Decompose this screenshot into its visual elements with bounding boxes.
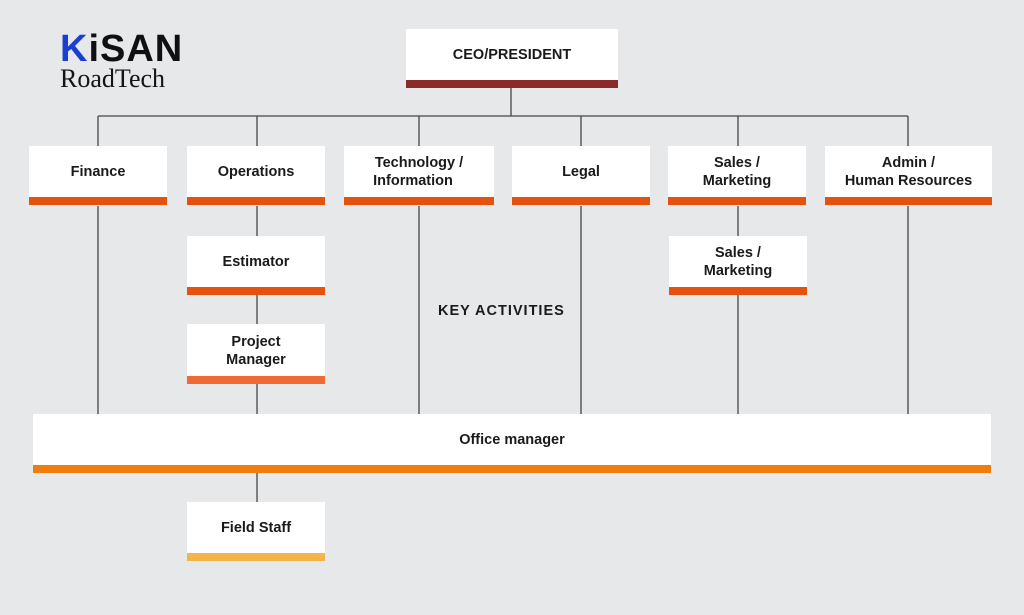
project-manager-label-line2: Manager [226,351,286,368]
field-staff-label: Field Staff [220,520,292,536]
logo-wordmark: KiSAN [60,28,184,70]
technology-label-line1: Technology / [374,155,464,171]
finance-bar [29,197,167,205]
project-manager-box: Project Manager [187,324,325,377]
admin-label-line2: Human Resources [844,173,973,189]
company-logo: KiSAN RoadTech [60,30,183,92]
admin-label-line1: Admin / [881,155,936,171]
legal-bar [512,197,650,205]
ceo-bar [406,80,618,88]
technology-bar [344,197,494,205]
operations-bar [187,197,325,205]
sales-label-line2: Marketing [702,173,772,189]
sales-bar [668,197,806,205]
ceo-box: CEO/PRESIDENT [406,29,618,81]
office-manager-label: Office manager [459,432,565,448]
logo-subtitle: RoadTech [60,64,166,93]
operations-box: Operations [187,146,325,198]
sub-sales-box: Sales / Marketing [669,236,807,288]
estimator-box: Estimator [187,236,325,288]
finance-label: Finance [70,164,126,180]
legal-label: Legal [562,164,600,180]
sub-sales-label-line2: Marketing [703,263,773,279]
sub-sales-bar [669,287,807,295]
office-manager-bar [33,465,991,473]
estimator-bar [187,287,325,295]
key-activities-label: KEY ACTIVITIES [438,303,565,319]
project-manager-bar [187,376,325,384]
admin-box: Admin / Human Resources [825,146,992,198]
sales-box: Sales / Marketing [668,146,806,198]
sales-label-line1: Sales / [714,155,760,171]
field-staff-box: Field Staff [187,502,325,554]
legal-box: Legal [512,146,650,198]
office-manager-box: Office manager [33,414,991,466]
admin-bar [825,197,992,205]
ceo-label: CEO/PRESIDENT [452,47,572,63]
project-manager-label-line1: Project [231,333,281,350]
finance-box: Finance [29,146,167,198]
sub-sales-label-line1: Sales / [715,245,761,261]
technology-label-line2: Information [373,173,453,189]
operations-label: Operations [217,164,295,180]
field-staff-bar [187,553,325,561]
technology-box: Technology / Information [344,146,494,198]
estimator-label: Estimator [222,254,290,270]
